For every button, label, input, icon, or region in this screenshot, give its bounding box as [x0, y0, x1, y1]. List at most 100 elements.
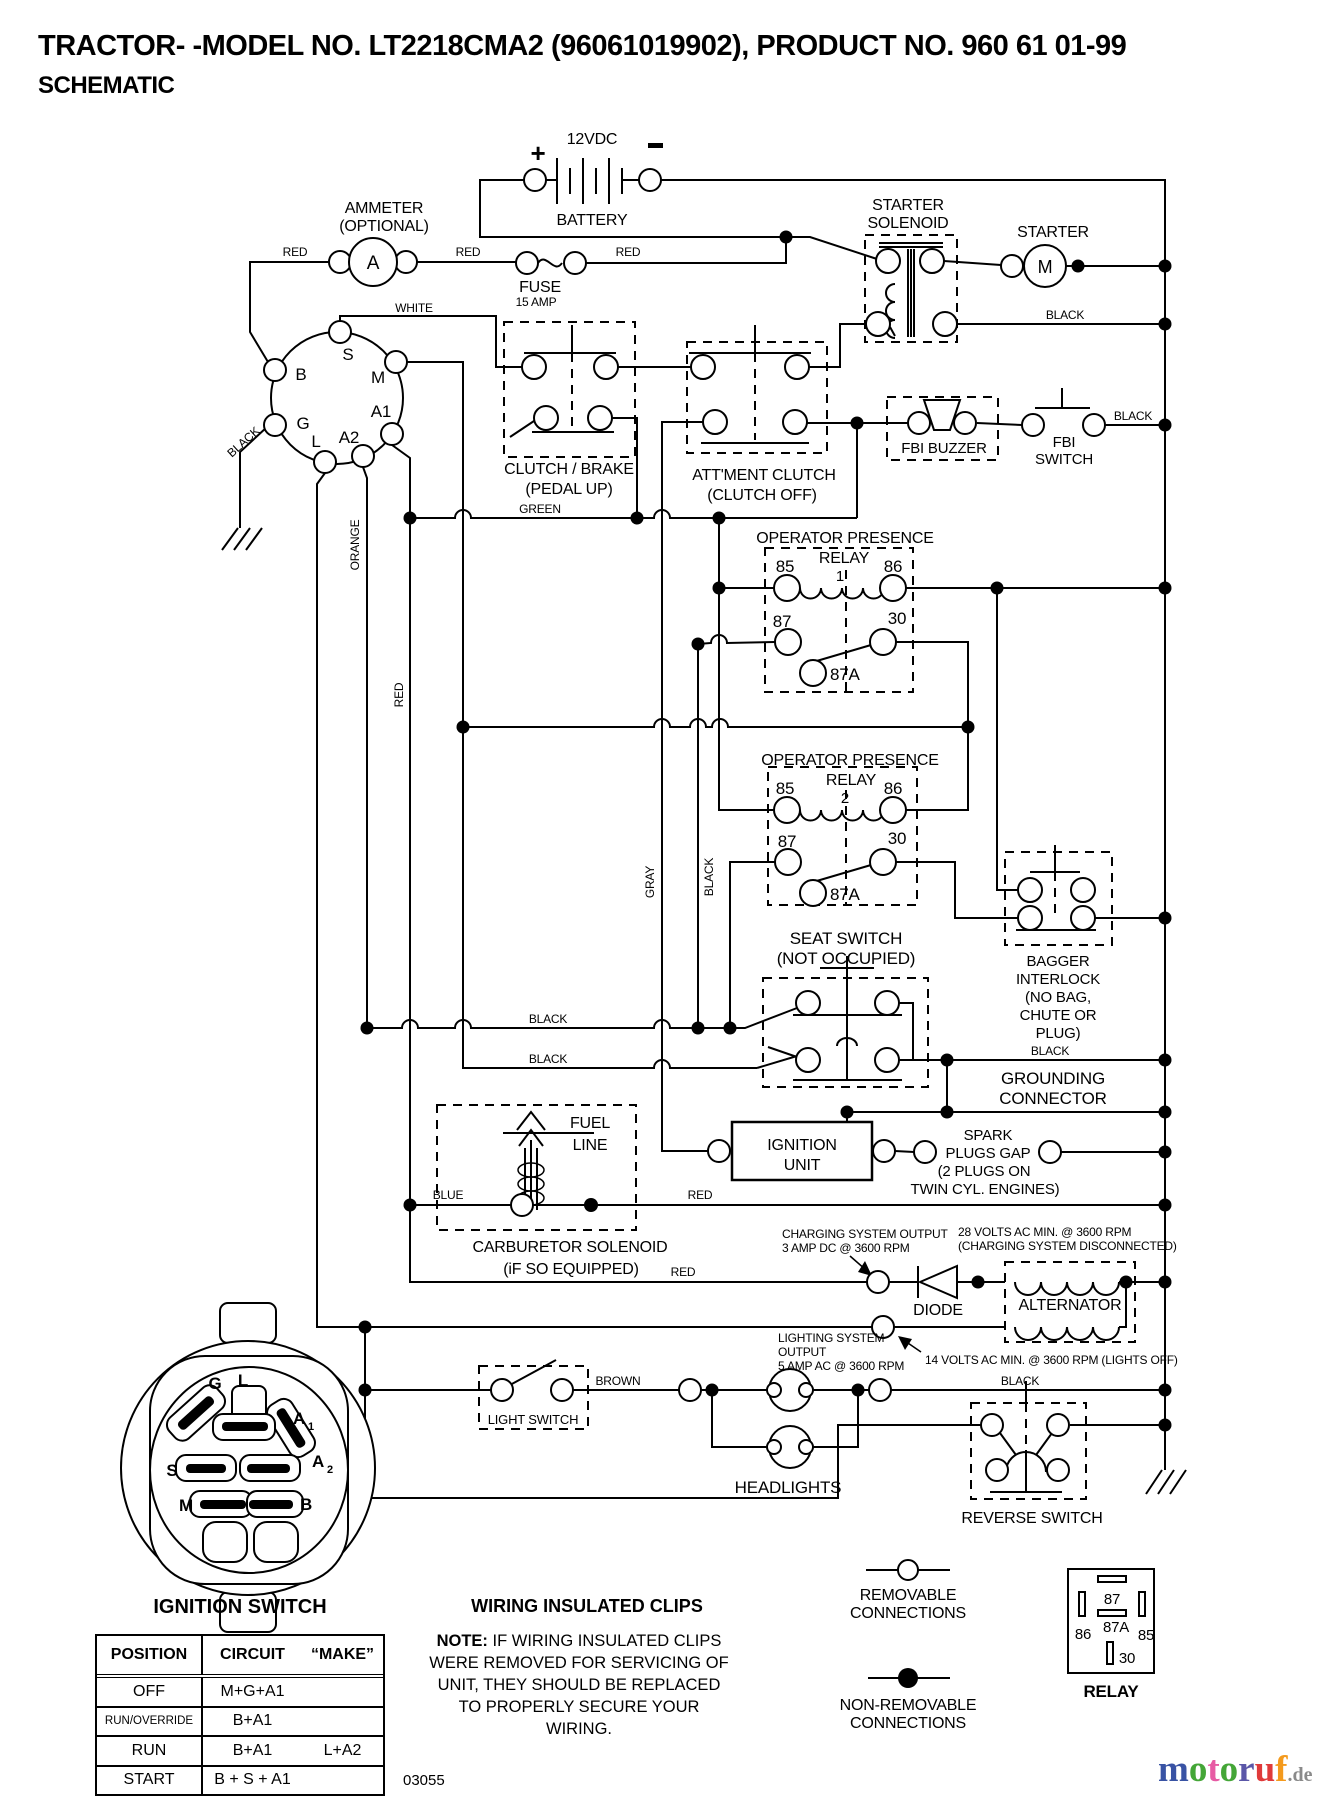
label-28-volts-ac-min-3600-rpm-81: 28 VOLTS AC MIN. @ 3600 RPM — [958, 1225, 1131, 1239]
label-spark-70: SPARK — [964, 1127, 1013, 1144]
row-run-circuit: B+A1 — [232, 1741, 273, 1759]
label-clutch-off-32: (CLUTCH OFF) — [707, 487, 817, 504]
component-boxes — [436, 234, 1136, 1500]
label-m-111: M — [179, 1496, 193, 1515]
motoruf-logo-letters: motoruf — [1158, 1749, 1288, 1790]
label-red-78: RED — [671, 1265, 696, 1279]
ignition-switch-table: POSITION CIRCUIT “MAKE” OFF M+G+A1 RUN/O… — [95, 1634, 385, 1796]
table-row: OFF M+G+A1 — [97, 1678, 383, 1708]
label-86-42: 86 — [884, 557, 903, 576]
row-run-extra: L+A2 — [323, 1741, 362, 1759]
label-a1-26: A1 — [371, 402, 391, 421]
light-switch-arm — [509, 1359, 557, 1386]
note-line-1-text: IF WIRING INSULATED CLIPS — [492, 1632, 722, 1650]
header-position: POSITION — [97, 1636, 203, 1674]
label-87-51: 87 — [778, 832, 797, 851]
row-start-circuit: B + S + A1 — [214, 1771, 291, 1789]
label-chute-or-59: CHUTE OR — [1020, 1007, 1097, 1024]
ignition-switch-table-title: IGNITION SWITCH — [153, 1596, 327, 1618]
label-non-removable-96: NON-REMOVABLE — [840, 1697, 977, 1714]
label-86-99: 86 — [1075, 1626, 1091, 1643]
label-15-amp-10: 15 AMP — [516, 295, 557, 309]
label-red-35: RED — [392, 682, 406, 707]
clutch-brake-box — [503, 321, 636, 458]
fbi-switch-button — [1035, 388, 1090, 409]
motoruf-logo-suffix: .de — [1287, 1764, 1313, 1786]
label-bagger-56: BAGGER — [1027, 953, 1090, 970]
legend-removable-circle — [897, 1559, 919, 1581]
ignition-unit-box — [730, 1120, 874, 1182]
attachment-clutch-details — [689, 325, 811, 444]
label-connections-97: CONNECTIONS — [850, 1715, 966, 1732]
label-b-112: B — [300, 1495, 312, 1514]
label-black-28: BLACK — [224, 424, 262, 460]
label-s-21: S — [342, 345, 353, 364]
label-1-107: 1 — [308, 1421, 314, 1433]
label-no-bag-58: (NO BAG, — [1025, 989, 1091, 1006]
label-ammeter-3: AMMETER — [345, 200, 424, 217]
label-b-23: B — [295, 365, 306, 384]
label-red-8: RED — [616, 245, 641, 259]
label-plug-60: PLUG) — [1036, 1025, 1081, 1042]
solenoid-contact-armature — [879, 242, 943, 337]
relay1-box — [764, 547, 914, 693]
label-operator-presence-46: OPERATOR PRESENCE — [761, 752, 938, 769]
label-87-98: 87 — [1104, 1591, 1120, 1608]
battery-plates — [546, 158, 639, 204]
label-85-101: 85 — [1138, 1627, 1154, 1644]
light-switch-box — [478, 1365, 589, 1430]
note-bold-prefix: NOTE: — [436, 1632, 488, 1650]
drawing-number: 03055 — [403, 1772, 445, 1789]
label-interlock-57: INTERLOCK — [1016, 971, 1100, 988]
row-start-position: START — [97, 1766, 203, 1794]
label-starter-14: STARTER — [1017, 224, 1089, 241]
starter-motor-circle — [1023, 244, 1067, 288]
reverse-switch-box — [970, 1402, 1087, 1500]
label-solenoid-13: SOLENOID — [867, 215, 948, 232]
label-g-24: G — [296, 414, 309, 433]
motoruf-logo: motoruf.de — [1158, 1748, 1313, 1791]
label-a-5: A — [367, 253, 380, 274]
note-line-2: WERE REMOVED FOR SERVICING OF — [429, 1654, 729, 1672]
ground-right — [1145, 1469, 1187, 1495]
logo-letter-3: o — [1219, 1749, 1239, 1790]
table-header-row: POSITION CIRCUIT “MAKE” — [97, 1636, 383, 1678]
label-battery-2: BATTERY — [557, 212, 628, 229]
ground-left — [221, 527, 263, 551]
key-switch-ring — [270, 331, 404, 465]
charging-arrowhead — [858, 1261, 872, 1276]
seat-switch-details — [767, 956, 902, 1081]
label-output-86: OUTPUT — [778, 1345, 827, 1359]
logo-letter-6: f — [1275, 1749, 1288, 1790]
row-runoverride-position: RUN/OVERRIDE — [97, 1707, 203, 1735]
label-black-61: BLACK — [1031, 1044, 1070, 1058]
header-make: “MAKE” — [310, 1646, 375, 1663]
label-87a-45: 87A — [830, 665, 861, 684]
removable-connections — [263, 168, 1106, 1581]
clutch-brake-details — [509, 325, 616, 438]
legend-non-removable-circle — [898, 1668, 918, 1688]
label-red-7: RED — [456, 245, 481, 259]
label-2-48: 2 — [841, 790, 849, 807]
label-brown-89: BROWN — [596, 1374, 641, 1388]
label-gray-36: GRAY — [643, 866, 657, 899]
logo-letter-5: u — [1254, 1749, 1276, 1790]
carburetor-solenoid-box — [436, 1104, 637, 1231]
label-blue-74: BLUE — [433, 1188, 464, 1202]
label-relay-47: RELAY — [826, 772, 877, 789]
label-s-110: S — [166, 1461, 177, 1480]
wiring-note: NOTE: IF WIRING INSULATED CLIPS WERE REM… — [427, 1630, 731, 1740]
label-2-109: 2 — [327, 1464, 333, 1476]
label-12vdc-0: 12VDC — [567, 131, 618, 148]
starter-solenoid-box — [864, 234, 958, 343]
wires — [239, 179, 1166, 1499]
fuel-line-arrow — [503, 1110, 594, 1210]
label-optional-4: (OPTIONAL) — [339, 218, 429, 235]
label-black-16: BLACK — [1046, 308, 1085, 322]
label-black-20: BLACK — [1114, 409, 1153, 423]
label-switch-19: SWITCH — [1035, 451, 1093, 468]
label-twin-cyl-engines-73: TWIN CYL. ENGINES) — [911, 1181, 1060, 1198]
label-87a-100: 87A — [1103, 1619, 1129, 1636]
